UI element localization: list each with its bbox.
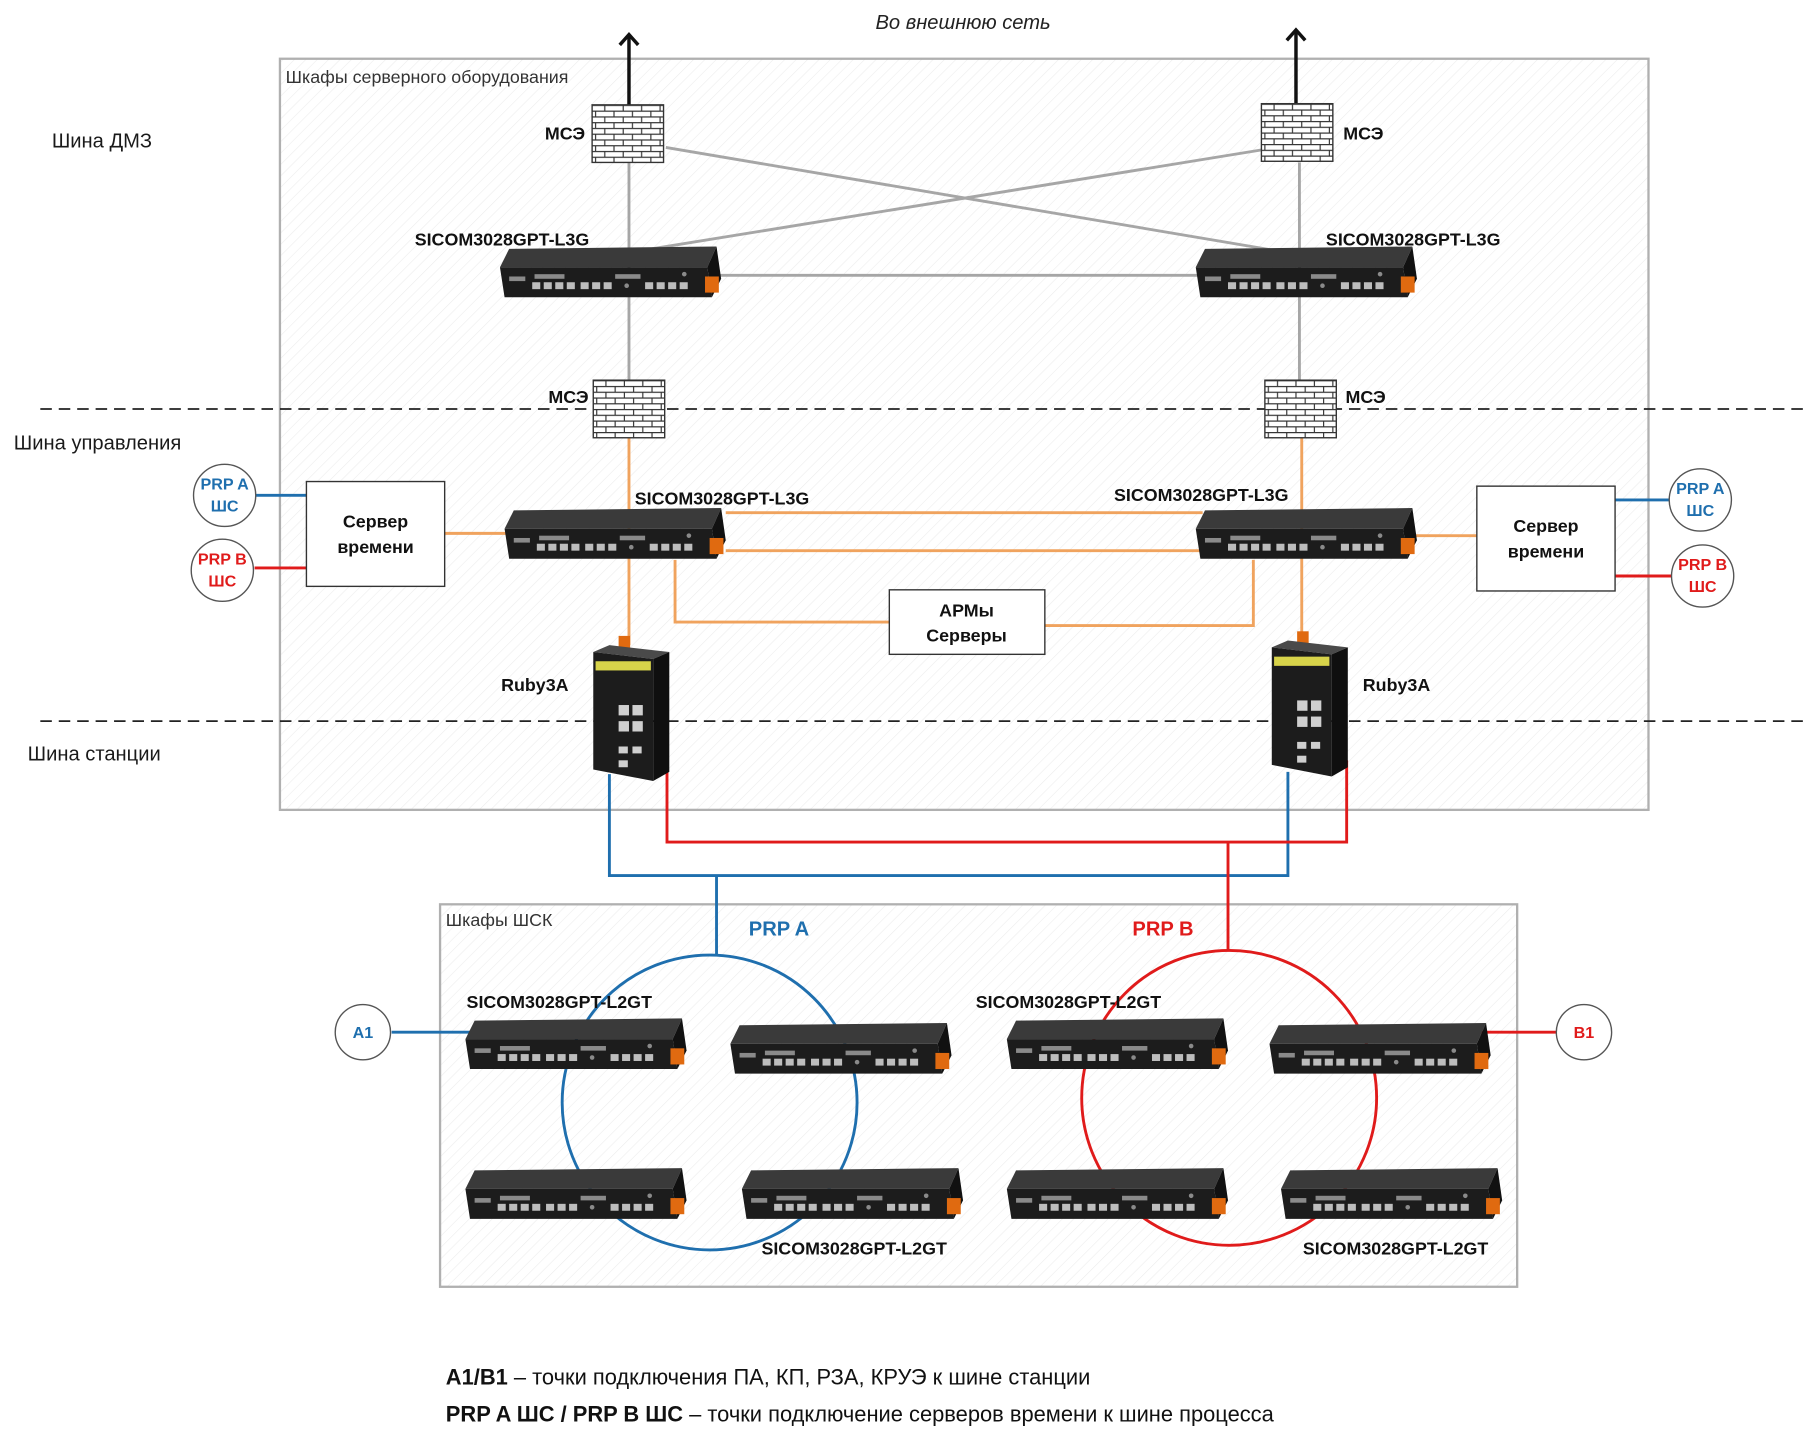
din-rail-switch-icon xyxy=(593,635,670,782)
l3-switch-label: SICOM3028GPT-L3G xyxy=(415,229,590,249)
l2-switch-label: SICOM3028GPT-L2GT xyxy=(976,992,1162,1012)
prp-b-shs-left-text: PRP B xyxy=(198,550,247,568)
prp-a-shs-right xyxy=(1668,468,1733,532)
firewall-icon xyxy=(1264,379,1337,439)
bus-label-control: Шина управления xyxy=(14,432,181,454)
legend-line-1: A1/B1 – точки подключения ПА, КП, РЗА, К… xyxy=(446,1365,1091,1390)
l2-switch-label: SICOM3028GPT-L2GT xyxy=(467,992,653,1012)
rack-switch-icon xyxy=(499,246,722,298)
legend-term: A1/B1 xyxy=(446,1365,508,1390)
endpoint-b1-text: B1 xyxy=(1574,1024,1595,1042)
legend-description: – точки подключения ПА, КП, РЗА, КРУЭ к … xyxy=(508,1365,1091,1390)
rack-switch-icon xyxy=(1281,1168,1503,1219)
prp-a-ring xyxy=(560,953,859,1252)
time-server-text: Сервер xyxy=(343,512,408,532)
time-server-left xyxy=(305,480,446,588)
l3-switch-label: SICOM3028GPT-L3G xyxy=(635,489,810,509)
firewall-label: МСЭ xyxy=(548,387,588,407)
l3-switch-label: SICOM3028GPT-L3G xyxy=(1114,485,1289,505)
din-rail-switch-icon xyxy=(1271,631,1348,777)
endpoint-a1-text: A1 xyxy=(353,1024,374,1042)
ruby-label: Ruby3A xyxy=(1363,675,1431,695)
prp-b-shs-left xyxy=(190,538,255,603)
prp-a-ring-label: PRP A xyxy=(749,918,810,940)
rack-switch-icon xyxy=(741,1168,964,1219)
rack-switch-icon xyxy=(465,1018,687,1070)
shsk-cabinet xyxy=(438,903,1519,1288)
legend-line-2: PRP A ШС / PRP B ШС – точки подключение … xyxy=(446,1402,1275,1427)
server-cabinet-title: Шкафы серверного оборудования xyxy=(286,67,569,87)
prp-b-shs-right xyxy=(1670,544,1735,608)
firewall-icon xyxy=(591,104,665,164)
prp-a-shs-right-text: ШС xyxy=(1686,502,1714,520)
arm-text: АРМы xyxy=(939,600,994,620)
time-server-text: времени xyxy=(337,537,413,557)
firewall-label: МСЭ xyxy=(1346,387,1386,407)
rack-switch-icon xyxy=(1195,508,1417,559)
bus-label-dmz: Шина ДМЗ xyxy=(52,130,152,152)
firewall-label: МСЭ xyxy=(1343,123,1383,143)
dmz-links xyxy=(627,146,1301,381)
arm-servers-box xyxy=(888,589,1046,656)
l3-switch-label: SICOM3028GPT-L3G xyxy=(1326,229,1501,249)
firewall-icon xyxy=(592,379,666,439)
prp-a-shs-right-text: PRP A xyxy=(1676,480,1725,498)
rack-switch-icon xyxy=(1195,246,1417,298)
rack-switch-icon xyxy=(1006,1168,1229,1219)
prp-a-uplinks xyxy=(254,493,1670,1034)
l2-switch-label: SICOM3028GPT-L2GT xyxy=(761,1239,947,1259)
ruby-label: Ruby3A xyxy=(501,675,569,695)
firewall-icon xyxy=(1260,102,1334,162)
time-server-text: Сервер xyxy=(1513,516,1578,536)
rack-switch-icon xyxy=(730,1022,952,1074)
endpoint-b1 xyxy=(1555,1003,1613,1061)
legend-description: – точки подключение серверов времени к ш… xyxy=(683,1402,1275,1427)
prp-b-shs-right-text: PRP B xyxy=(1678,556,1727,574)
prp-a-shs-left-text: PRP A xyxy=(200,476,249,494)
prp-b-ring xyxy=(1080,948,1379,1247)
server-cabinet xyxy=(278,57,1650,812)
prp-b-shs-left-text: ШС xyxy=(208,572,236,590)
control-links xyxy=(444,437,1477,646)
rack-switch-icon xyxy=(465,1168,687,1219)
endpoint-a1 xyxy=(334,1003,392,1061)
rack-switch-icon xyxy=(1269,1022,1491,1074)
l2-switch-label: SICOM3028GPT-L2GT xyxy=(1303,1239,1489,1259)
arm-text: Серверы xyxy=(926,626,1007,646)
rack-switch-icon xyxy=(1006,1018,1229,1070)
time-server-right xyxy=(1476,485,1616,592)
shsk-cabinet-title: Шкафы ШСК xyxy=(446,910,553,930)
arrow-up-icon xyxy=(618,27,1307,106)
external-network-label: Во внешнюю сеть xyxy=(875,12,1050,34)
time-server-text: времени xyxy=(1508,542,1584,562)
prp-b-ring-label: PRP B xyxy=(1132,918,1193,940)
bus-label-station: Шина станции xyxy=(28,743,161,765)
prp-a-shs-left xyxy=(192,463,257,528)
legend-term: PRP A ШС / PRP B ШС xyxy=(446,1402,683,1427)
prp-a-shs-left-text: ШС xyxy=(211,497,239,515)
firewall-label: МСЭ xyxy=(545,123,585,143)
prp-b-shs-right-text: ШС xyxy=(1689,578,1717,596)
rack-switch-icon xyxy=(504,508,726,559)
